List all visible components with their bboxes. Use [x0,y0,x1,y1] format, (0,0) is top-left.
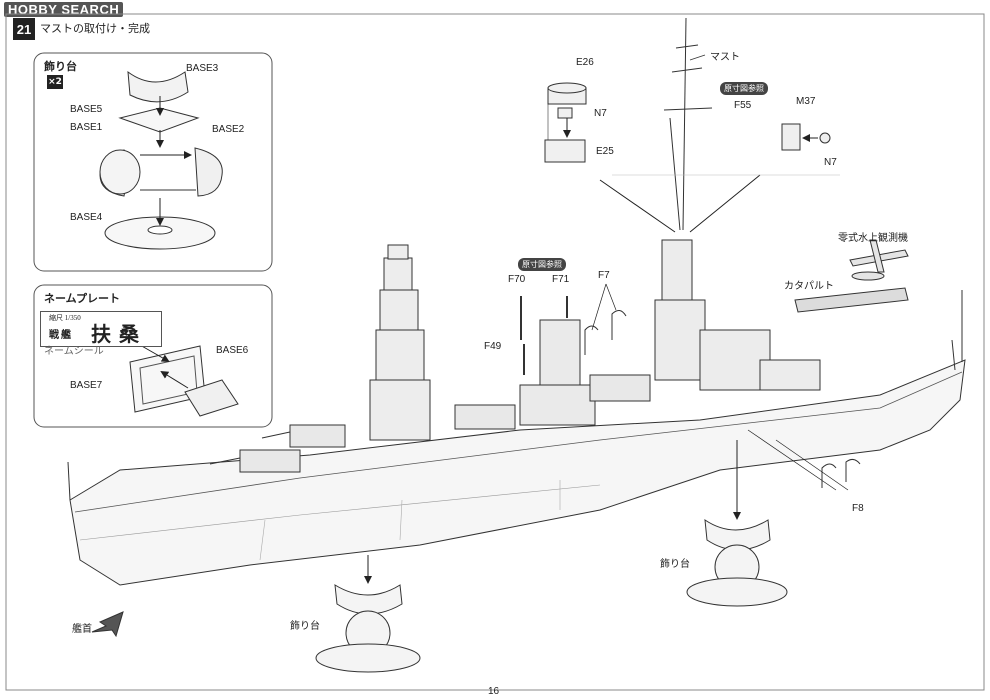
funnel [519,319,596,426]
stand-bottom [315,584,421,673]
f7-label: F7 [598,270,610,281]
base6-label: BASE6 [216,345,249,356]
bow-arrow [91,611,124,638]
n7-left-label: N7 [594,108,607,119]
catapult [794,287,909,313]
pagoda-mast [369,244,431,441]
page-number: 16 [488,686,500,697]
base1-label: BASE1 [70,122,103,133]
m37-n7-parts [781,123,831,151]
f8-handrails [821,458,861,488]
e26-label: E26 [576,57,594,68]
midship-turrets [454,374,651,430]
quantity-badge: ×2 [47,75,63,89]
plate-scale-text: 縮尺 1/350 [49,314,81,322]
n7-right-label: N7 [824,157,837,168]
step-number-badge: 21 [13,18,35,40]
m37-label: M37 [796,96,816,107]
base4-label: BASE4 [70,212,103,223]
base3-label: BASE3 [186,63,219,74]
aft-superstructure [654,239,821,391]
mast-label: マスト [710,52,740,63]
plate-name-text: 扶桑 [91,324,147,346]
base2-label: BASE2 [212,124,245,135]
f7-rails [584,310,627,355]
base5-part [118,107,200,133]
display-stand-panel-frame [33,52,273,272]
base7-label: BASE7 [70,380,103,391]
e26-e25-parts [544,82,587,163]
stand-right [686,518,788,607]
sticker-label: ネームシール [44,346,104,357]
bow-label: 艦首 [72,624,92,635]
ref-badge-mast: 原寸図参照 [720,82,768,95]
forward-turrets [209,424,346,473]
f55-label: F55 [734,100,752,111]
e25-label: E25 [596,146,614,157]
base5-label: BASE5 [70,104,103,115]
page-frame [5,13,985,691]
f49-label: F49 [484,341,502,352]
seaplane [849,239,909,281]
mast-assembly [663,17,713,231]
display-stand-panel-title: 飾り台 [44,60,77,73]
nameplate-panel-title: ネームプレート [44,292,121,305]
f70-label: F70 [508,274,526,285]
step-title: マストの取付け・完成 [40,22,150,35]
nameplate-sample: 縮尺 1/350 戦艦 扶桑 [40,311,162,347]
plate-type-text: 戦艦 [49,330,73,341]
ref-badge-f: 原寸図参照 [518,258,566,271]
watermark-logo: HOBBY SEARCH [4,2,124,17]
base2-part [194,147,223,197]
f71-label: F71 [552,274,570,285]
stand-bottom-label: 飾り台 [290,621,320,632]
f8-label: F8 [852,503,864,514]
seaplane-label: 零式水上観測機 [838,233,908,244]
base6-part [184,379,239,417]
stand-right-label: 飾り台 [660,559,690,570]
battleship-hull [69,359,966,586]
base3-part [127,70,189,103]
catapult-label: カタパルト [784,281,834,292]
